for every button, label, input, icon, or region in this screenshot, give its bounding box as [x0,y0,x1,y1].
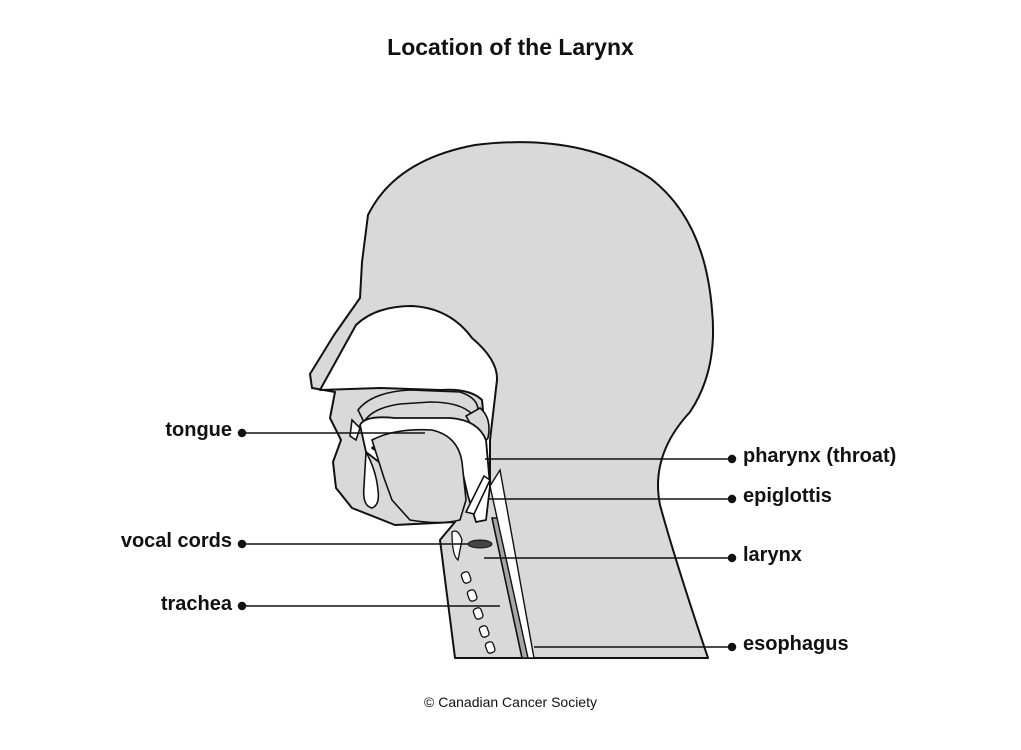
lower-jaw-bone [362,449,380,509]
label-epiglottis: epiglottis [743,485,832,507]
label-vocal-cords: vocal cords [120,530,232,552]
epiglottis-shape [464,474,492,515]
tongue-shape [371,428,467,524]
tracheal-rings [451,530,496,654]
vocal-cords-shape [467,539,493,549]
head-silhouette [309,141,715,659]
diagram-title: Location of the Larynx [387,34,634,60]
label-trachea: trachea [160,593,232,615]
posterior-airway-strip [489,468,535,659]
label-larynx: larynx [743,544,802,566]
upper-lip-tooth [349,418,361,442]
nasal-cavity [319,305,499,487]
label-pharynx: pharynx (throat) [743,445,897,467]
label-esophagus: esophagus [743,633,849,655]
copyright-notice: © Canadian Cancer Society [424,694,597,710]
label-tongue: tongue [165,419,232,441]
leader-lines [237,428,737,652]
